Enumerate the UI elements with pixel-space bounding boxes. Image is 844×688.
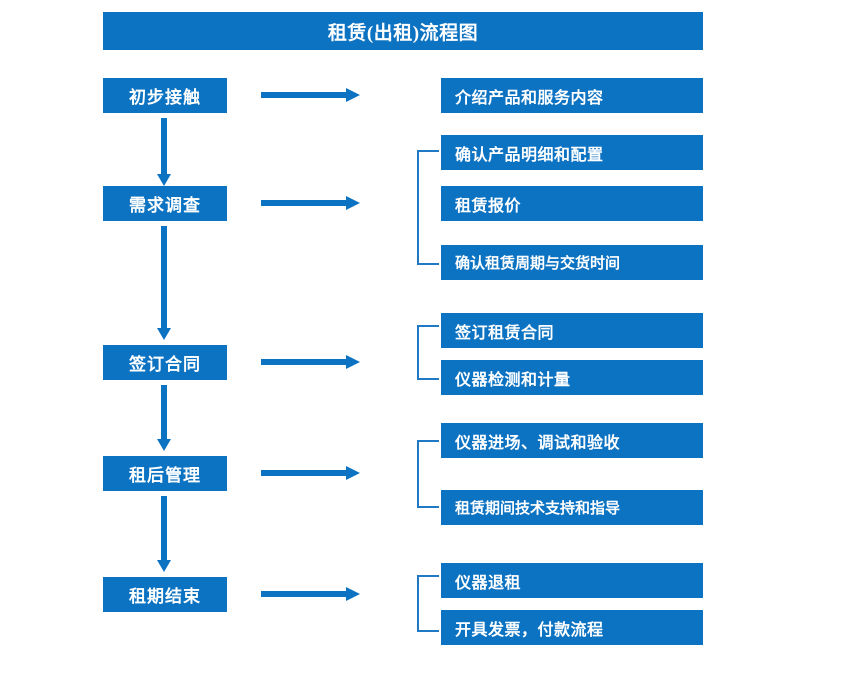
- horizontal-arrow-stage2: [261, 196, 361, 210]
- stage-box-5[interactable]: 租期结束: [103, 577, 227, 612]
- vertical-arrow-stage1-stage2: [157, 118, 171, 186]
- task-box-4-2[interactable]: 租赁期间技术支持和指导: [441, 490, 703, 525]
- task-box-5-1[interactable]: 仪器退租: [441, 563, 703, 598]
- bracket-stage4: [417, 440, 439, 508]
- task-box-3-1[interactable]: 签订租赁合同: [441, 313, 703, 348]
- bracket-stage3: [417, 325, 439, 380]
- task-box-2-2[interactable]: 租赁报价: [441, 186, 703, 221]
- diagram-title: 租赁(出租)流程图: [103, 12, 703, 50]
- vertical-arrow-stage4-stage5: [157, 496, 171, 572]
- stage-box-1[interactable]: 初步接触: [103, 78, 227, 113]
- stage-box-3[interactable]: 签订合同: [103, 345, 227, 380]
- vertical-arrow-stage2-stage3: [157, 226, 171, 340]
- task-box-3-2[interactable]: 仪器检测和计量: [441, 360, 703, 395]
- task-box-2-3[interactable]: 确认租赁周期与交货时间: [441, 245, 703, 280]
- vertical-arrow-stage3-stage4: [157, 385, 171, 451]
- task-box-2-1[interactable]: 确认产品明细和配置: [441, 135, 703, 170]
- stage-box-2[interactable]: 需求调查: [103, 186, 227, 221]
- task-box-1-1[interactable]: 介绍产品和服务内容: [441, 78, 703, 113]
- stage-box-4[interactable]: 租后管理: [103, 456, 227, 491]
- horizontal-arrow-stage3: [261, 355, 361, 369]
- horizontal-arrow-stage5: [261, 587, 361, 601]
- bracket-stage5: [417, 575, 439, 632]
- horizontal-arrow-stage4: [261, 466, 361, 480]
- horizontal-arrow-stage1: [261, 88, 361, 102]
- task-box-4-1[interactable]: 仪器进场、调试和验收: [441, 423, 703, 458]
- bracket-stage2: [417, 150, 439, 265]
- task-box-5-2[interactable]: 开具发票，付款流程: [441, 610, 703, 645]
